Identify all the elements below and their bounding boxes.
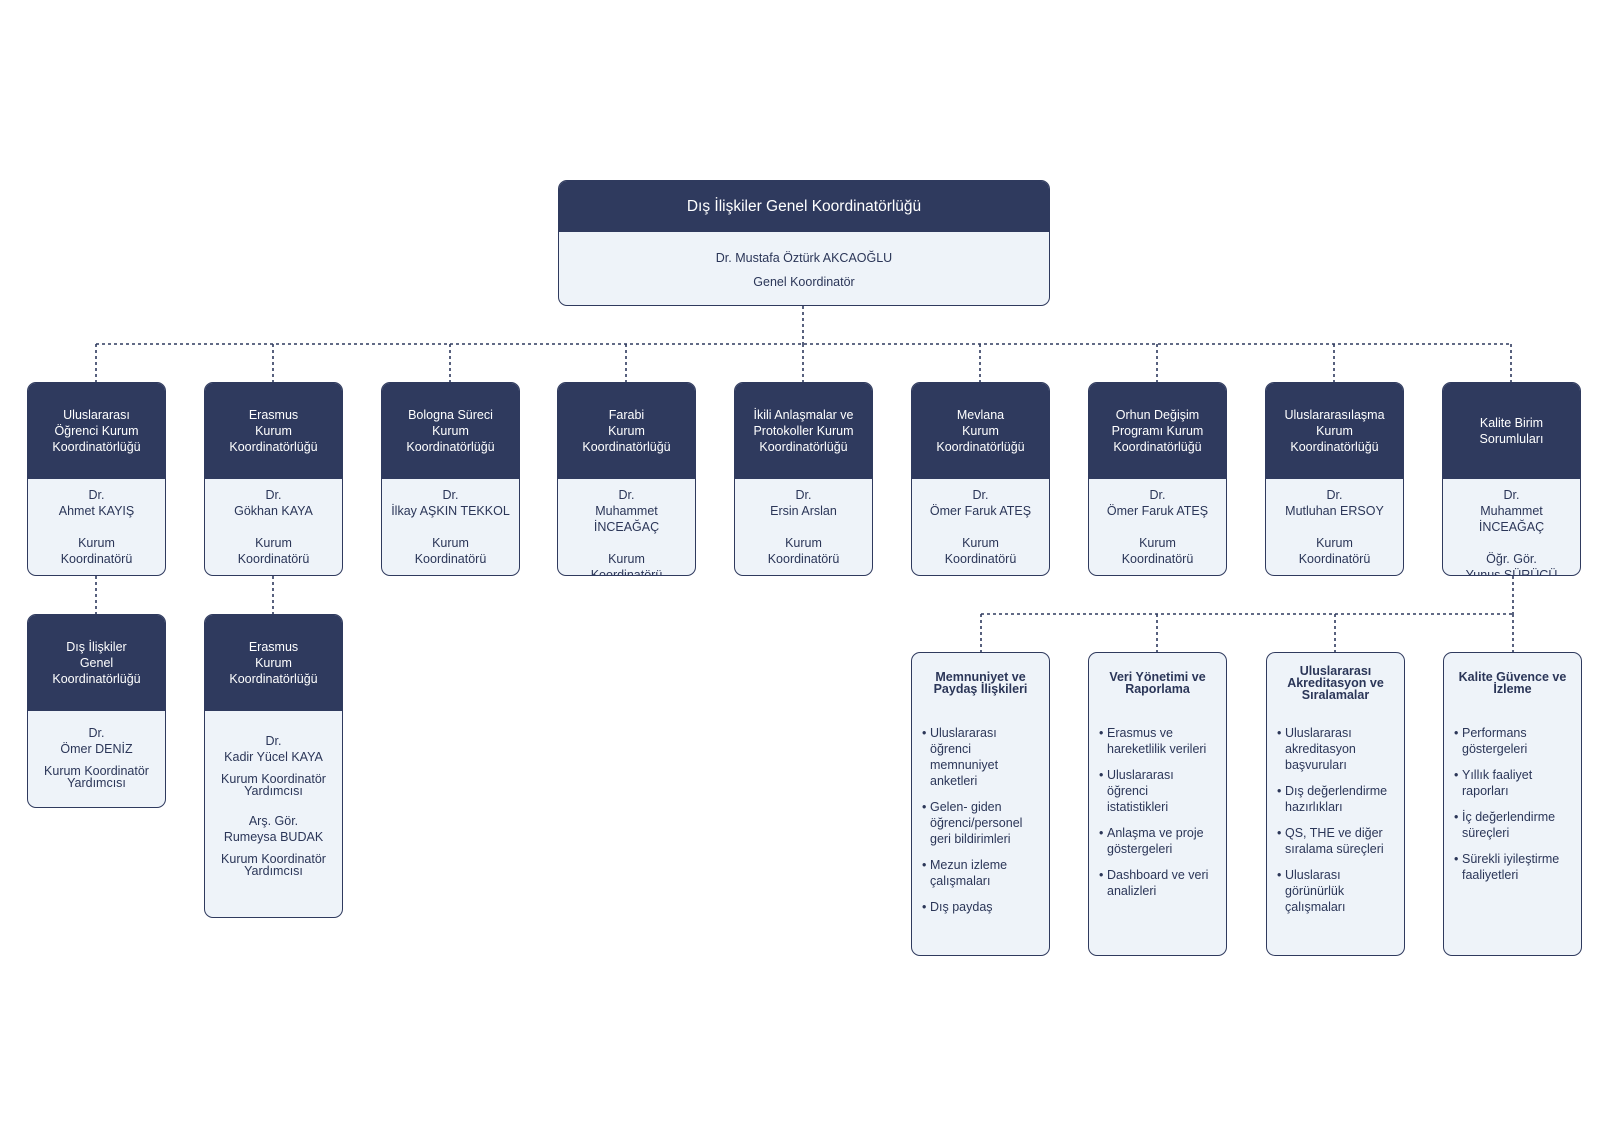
quality-unit-title: Memnuniyet ve Paydaş İlişkileri — [933, 670, 1028, 696]
person-name: İlkay AŞKIN TEKKOL — [391, 504, 510, 518]
assistant-node: Erasmus Kurum Koordinatörlüğü Dr. Kadir … — [204, 614, 343, 918]
list-item: Gelen- giden öğrenci/personel geri bildi… — [922, 799, 1041, 847]
coordinator-node: Mevlana Kurum Koordinatörlüğü Dr. Ömer F… — [911, 382, 1050, 576]
quality-unit-list: Performans göstergeleri Yıllık faaliyet … — [1444, 725, 1581, 883]
assistant-node: Dış İlişkiler Genel Koordinatörlüğü Dr. … — [27, 614, 166, 808]
coordinator-title: Uluslararası Öğrenci Kurum Koordinatörlü… — [28, 383, 165, 479]
coordinator-node: Kalite Birim Sorumluları Dr. Muhammet İN… — [1442, 382, 1581, 576]
quality-unit-node: Memnuniyet ve Paydaş İlişkileri Uluslara… — [911, 652, 1050, 956]
person-role: Kurum Koordinatörü — [1121, 536, 1194, 566]
person-name: Ömer Faruk ATEŞ — [1106, 504, 1209, 518]
list-item: Dashboard ve veri analizleri — [1099, 867, 1218, 899]
list-item: Sürekli iyileştirme faaliyetleri — [1454, 851, 1573, 883]
coordinator-title: Orhun Değişim Programı Kurum Koordinatör… — [1089, 383, 1226, 479]
person-name: Mutluhan ERSOY — [1285, 504, 1384, 518]
coordinator-title: Kalite Birim Sorumluları — [1443, 383, 1580, 479]
person-role-2: Kurum Koordinatör Yardımcısı — [221, 852, 326, 878]
person-name: Muhammet İNCEAĞAÇ — [1478, 504, 1545, 534]
list-item: Uluslarası görünürlük çalışmaları — [1277, 867, 1396, 915]
person-name: Muhammet İNCEAĞAÇ — [593, 504, 660, 534]
person-name: Gökhan KAYA — [234, 504, 313, 518]
coordinator-title: İkili Anlaşmalar ve Protokoller Kurum Ko… — [735, 383, 872, 479]
list-item: Yıllık faaliyet raporları — [1454, 767, 1573, 799]
list-item: Uluslararası öğrenci istatistikleri — [1099, 767, 1218, 815]
person-prefix: Dr. — [618, 488, 635, 502]
list-item: Mezun izleme çalışmaları — [922, 857, 1041, 889]
quality-unit-list: Uluslararası akreditasyon başvuruları Dı… — [1267, 725, 1404, 915]
list-item: QS, THE ve diğer sıralama süreçleri — [1277, 825, 1396, 857]
quality-unit-node: Veri Yönetimi ve Raporlama Erasmus ve ha… — [1088, 652, 1227, 956]
coordinator-node: Bologna Süreci Kurum Koordinatörlüğü Dr.… — [381, 382, 520, 576]
person-role: Kurum Koordinatör Yardımcısı — [221, 772, 326, 798]
coordinator-node: Farabi Kurum Koordinatörlüğü Dr. Muhamme… — [557, 382, 696, 576]
root-person: Dr. Mustafa Öztürk AKCAOĞLU — [715, 251, 893, 265]
coordinator-title: Bologna Süreci Kurum Koordinatörlüğü — [382, 383, 519, 479]
person-prefix: Dr. — [442, 488, 459, 502]
person-prefix: Dr. — [265, 734, 282, 748]
person-role: Öğr. Gör. Yunus SÜRÜCÜ — [1465, 552, 1558, 576]
person-prefix: Dr. — [88, 726, 105, 740]
person-role: Kurum Koordinatörü — [237, 536, 310, 566]
person-role: Kurum Koordinatörü — [944, 536, 1017, 566]
coordinator-title: Erasmus Kurum Koordinatörlüğü — [205, 383, 342, 479]
person-prefix: Dr. — [88, 488, 105, 502]
person-name: Kadir Yücel KAYA — [224, 750, 323, 764]
coordinator-title: Mevlana Kurum Koordinatörlüğü — [912, 383, 1049, 479]
person-name: Ömer Faruk ATEŞ — [929, 504, 1032, 518]
quality-unit-list: Erasmus ve hareketlilik verileri Uluslar… — [1089, 725, 1226, 899]
person-role: Kurum Koordinatörü — [414, 536, 487, 566]
person-role: Kurum Koordinatör Yardımcısı — [44, 764, 149, 790]
person-role: Kurum Koordinatörü — [590, 552, 663, 576]
list-item: Erasmus ve hareketlilik verileri — [1099, 725, 1218, 757]
coordinator-node: Uluslararası Öğrenci Kurum Koordinatörlü… — [27, 382, 166, 576]
list-item: Uluslararası akreditasyon başvuruları — [1277, 725, 1396, 773]
person-name: Ömer DENİZ — [60, 742, 133, 756]
person-role: Kurum Koordinatörü — [60, 536, 133, 566]
root-role: Genel Koordinatör — [753, 275, 855, 289]
coordinator-title: Farabi Kurum Koordinatörlüğü — [558, 383, 695, 479]
quality-unit-node: Uluslararası Akreditasyon ve Sıralamalar… — [1266, 652, 1405, 956]
person-prefix: Dr. — [795, 488, 812, 502]
list-item: Dış paydaş — [922, 899, 1041, 915]
person-name: Ersin Arslan — [770, 504, 837, 518]
list-item: Uluslararası öğrenci memnuniyet anketler… — [922, 725, 1041, 789]
assistant-title: Erasmus Kurum Koordinatörlüğü — [205, 615, 342, 711]
quality-unit-title: Uluslararası Akreditasyon ve Sıralamalar — [1287, 664, 1384, 702]
quality-unit-node: Kalite Güvence ve İzleme Performans göst… — [1443, 652, 1582, 956]
root-node: Dış İlişkiler Genel Koordinatörlüğü Dr. … — [558, 180, 1050, 306]
person-prefix: Dr. — [1503, 488, 1520, 502]
coordinator-title: Uluslararasılaşma Kurum Koordinatörlüğü — [1266, 383, 1403, 479]
person-role: Kurum Koordinatörü — [1298, 536, 1371, 566]
quality-unit-title: Kalite Güvence ve İzleme — [1458, 670, 1567, 696]
coordinator-node: Erasmus Kurum Koordinatörlüğü Dr. Gökhan… — [204, 382, 343, 576]
person-prefix: Dr. — [1326, 488, 1343, 502]
quality-unit-list: Uluslararası öğrenci memnuniyet anketler… — [912, 725, 1049, 915]
person-prefix: Dr. — [1149, 488, 1166, 502]
coordinator-node: İkili Anlaşmalar ve Protokoller Kurum Ko… — [734, 382, 873, 576]
coordinator-node: Uluslararasılaşma Kurum Koordinatörlüğü … — [1265, 382, 1404, 576]
person-name-2: Arş. Gör. Rumeysa BUDAK — [223, 814, 324, 844]
person-role: Kurum Koordinatörü — [767, 536, 840, 566]
assistant-title: Dış İlişkiler Genel Koordinatörlüğü — [28, 615, 165, 711]
coordinator-node: Orhun Değişim Programı Kurum Koordinatör… — [1088, 382, 1227, 576]
list-item: Dış değerlendirme hazırlıkları — [1277, 783, 1396, 815]
list-item: Anlaşma ve proje göstergeleri — [1099, 825, 1218, 857]
root-title: Dış İlişkiler Genel Koordinatörlüğü — [559, 181, 1049, 232]
person-name: Ahmet KAYIŞ — [58, 504, 135, 518]
person-prefix: Dr. — [265, 488, 282, 502]
list-item: İç değerlendirme süreçleri — [1454, 809, 1573, 841]
person-prefix: Dr. — [972, 488, 989, 502]
quality-unit-title: Veri Yönetimi ve Raporlama — [1109, 670, 1206, 696]
list-item: Performans göstergeleri — [1454, 725, 1573, 757]
